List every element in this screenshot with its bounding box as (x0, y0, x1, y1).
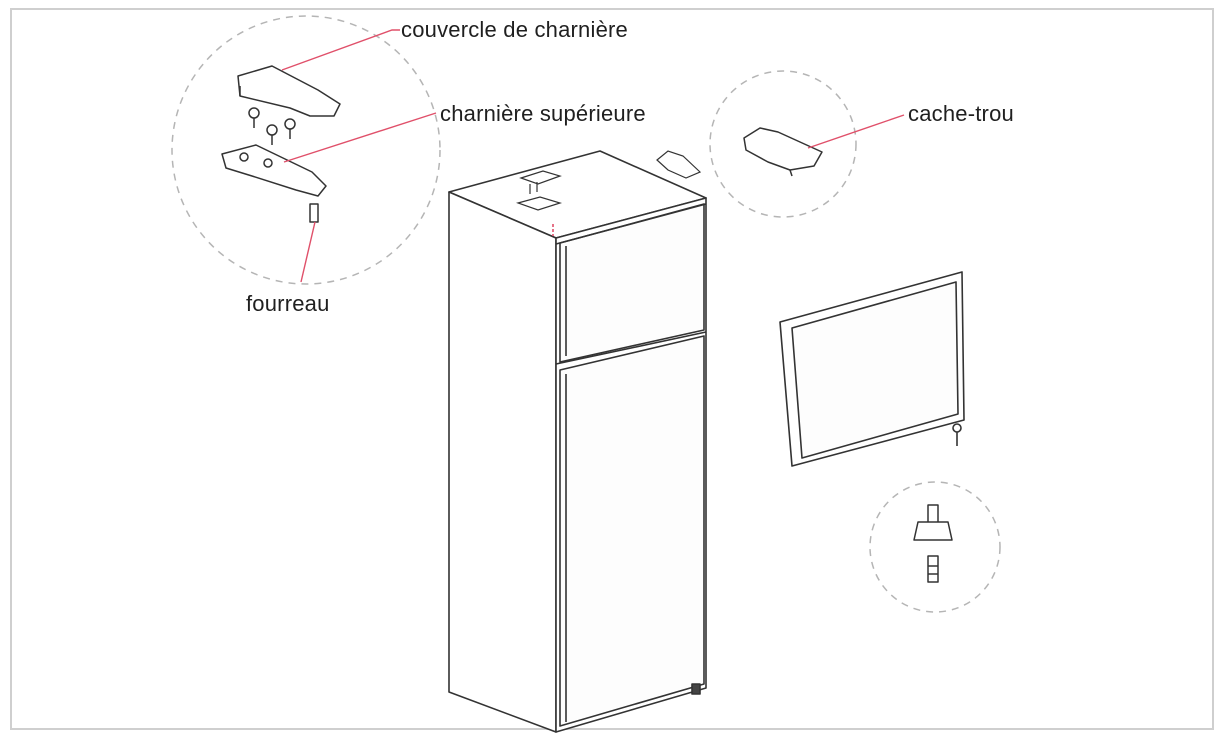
upper-hinge-assembly (221, 65, 341, 223)
screw (266, 124, 278, 136)
screw (248, 107, 260, 119)
hinge-cover-part (237, 65, 341, 117)
refrigerator-side (448, 191, 557, 733)
detail-circle-lower-hinge (869, 481, 1001, 613)
refrigerator-foot (691, 683, 701, 695)
leader-line-upper-hinge (283, 112, 437, 163)
refrigerator (448, 150, 707, 733)
loose-hole-cap (656, 150, 702, 179)
leader-lines (281, 29, 905, 283)
label-hinge-cover: couvercle de charnière (401, 17, 628, 42)
hinge-plate-part (221, 144, 327, 197)
sleeve-part (309, 203, 319, 223)
leader-line-hole-cap (807, 114, 905, 149)
fridge-door (559, 335, 705, 727)
door-bottom-pin-head (952, 423, 962, 433)
label-sleeve: fourreau (246, 291, 330, 316)
leader-line-sleeve (300, 221, 316, 283)
leader-line-hinge-cover (281, 29, 400, 71)
hole-cap-assembly (743, 127, 823, 177)
hinge-plate-hole (239, 152, 249, 162)
detail-circles (171, 15, 1001, 613)
lower-hinge-screw (927, 555, 939, 583)
door-panel-inner (791, 281, 959, 459)
mounted-hinge-plate (515, 196, 563, 211)
hole-cap-part (743, 127, 823, 171)
front-rim (555, 203, 707, 245)
fridge-top-hinge-parts (515, 150, 702, 211)
lower-hinge-assembly (913, 504, 953, 583)
detail-circle-hole-cap (709, 70, 857, 218)
screw (284, 118, 296, 130)
lower-hinge-pin (927, 504, 939, 524)
label-upper-hinge: charnière supérieure (440, 101, 646, 126)
lower-hinge-base (913, 521, 953, 541)
mounted-hinge-cover (519, 170, 562, 185)
hinge-plate-hole (263, 158, 273, 168)
label-hole-cap: cache-trou (908, 101, 1014, 126)
door-gap (555, 331, 707, 365)
hole-cap-edge (789, 169, 793, 177)
detail-circle-upper-hinge (171, 15, 441, 285)
removed-door (779, 271, 965, 467)
